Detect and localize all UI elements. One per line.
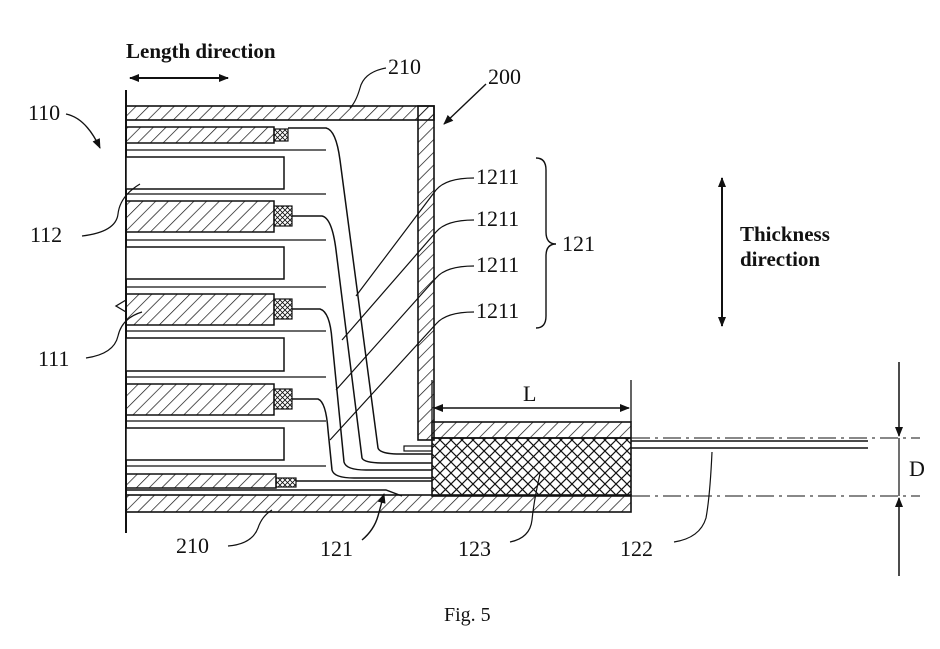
label-200: 200 xyxy=(488,64,521,89)
label-D: D xyxy=(909,456,925,481)
tab-lines xyxy=(288,128,432,481)
figure-caption: Fig. 5 xyxy=(444,604,491,626)
label-1211-4: 1211 xyxy=(476,298,519,323)
electrode-sheet xyxy=(126,384,274,415)
label-1211-1: 1211 xyxy=(476,164,519,189)
tab-line xyxy=(292,216,432,463)
label-1211-3: 1211 xyxy=(476,252,519,277)
label-210-top: 210 xyxy=(388,54,421,79)
leader-1211-1 xyxy=(356,178,474,296)
leader-122 xyxy=(674,452,712,542)
electrode-sheet-tab-mark xyxy=(276,478,296,487)
leader-210-bottom xyxy=(228,510,272,546)
separator-sheet xyxy=(126,428,284,460)
electrode-sheet xyxy=(126,294,274,325)
leader-200 xyxy=(444,84,486,124)
electrode-sheet-tab-mark xyxy=(274,206,292,226)
label-121-brace: 121 xyxy=(562,231,595,256)
weld-zone-top-plate xyxy=(432,422,631,438)
thickness-direction-label-2: direction xyxy=(740,247,820,271)
separator-sheet xyxy=(126,247,284,279)
label-123: 123 xyxy=(458,536,491,561)
housing-top-plate xyxy=(126,106,434,120)
separator-sheet xyxy=(126,338,284,371)
label-110: 110 xyxy=(28,100,60,125)
label-121-bottom: 121 xyxy=(320,536,353,561)
leader-210-top xyxy=(350,68,386,108)
label-122: 122 xyxy=(620,536,653,561)
label-210-bottom: 210 xyxy=(176,533,209,558)
brace-121 xyxy=(536,158,556,328)
label-112: 112 xyxy=(30,222,62,247)
tab-stack-end xyxy=(404,446,432,451)
electrode-sheet xyxy=(126,127,274,143)
length-direction-label: Length direction xyxy=(126,39,276,63)
label-111: 111 xyxy=(38,346,69,371)
weld-zone xyxy=(432,438,631,496)
separator-sheet xyxy=(126,157,284,189)
housing-bottom-plate xyxy=(126,495,631,512)
leader-110 xyxy=(66,114,100,148)
thickness-direction-label-1: Thickness xyxy=(740,222,830,246)
electrode-sheet-tab-mark xyxy=(274,389,292,409)
electrode-sheet-tab-mark xyxy=(274,129,288,141)
break-mark xyxy=(116,300,126,312)
electrode-sheet xyxy=(126,201,274,232)
label-1211-2: 1211 xyxy=(476,206,519,231)
electrode-sheet xyxy=(126,474,276,488)
electrode-sheet-tab-mark xyxy=(274,299,292,319)
label-L: L xyxy=(523,381,536,406)
